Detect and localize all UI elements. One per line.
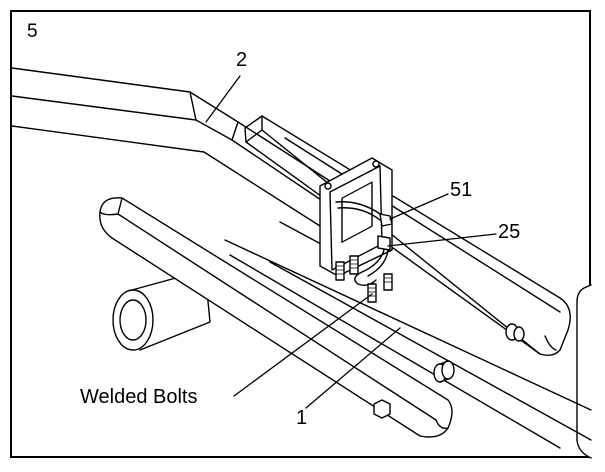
callout-part-25: 25 [498, 221, 521, 243]
leader-part-51 [389, 193, 449, 220]
leader-lines [205, 75, 497, 409]
callout-part-1: 1 [296, 407, 308, 429]
leader-part-1 [305, 327, 401, 409]
step-number: 5 [27, 21, 38, 42]
leader-part-2 [205, 75, 241, 123]
callout-welded-bolts: Welded Bolts [80, 386, 198, 408]
leader-welded-bolts [233, 293, 373, 397]
callout-part-2: 2 [236, 49, 248, 71]
part-2-frame-member [11, 67, 345, 227]
roller [112, 269, 211, 351]
right-edge-object [576, 284, 592, 459]
figure-frame [10, 10, 591, 458]
rear-rail [244, 115, 571, 357]
leader-part-25 [387, 233, 497, 247]
callout-part-51: 51 [450, 179, 473, 201]
welded-bolts [335, 255, 393, 303]
part-1-front-beam [99, 197, 455, 438]
